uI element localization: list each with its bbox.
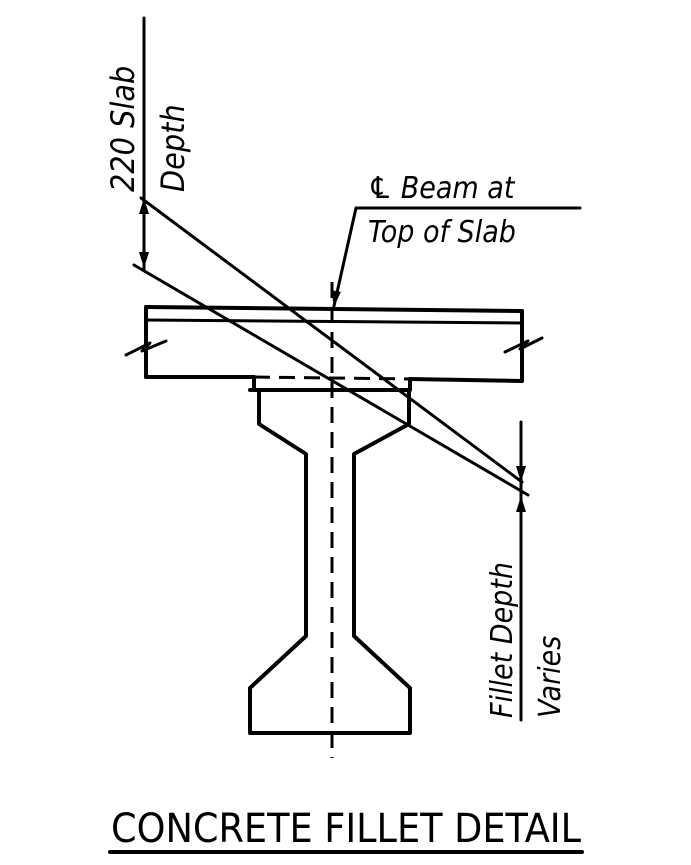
fillet-depth-label: Fillet Depth <box>485 562 520 718</box>
girder <box>248 388 412 735</box>
slope-reference-lines <box>132 196 530 497</box>
fillet-varies-label: Varies <box>533 636 568 718</box>
slab-depth-word-label: Depth <box>154 104 192 192</box>
drawing-title: CONCRETE FILLET DETAIL <box>111 806 581 852</box>
break-lines <box>124 336 544 357</box>
slab-depth-dimension <box>139 16 149 272</box>
centerline-leader <box>331 206 582 308</box>
fillet-depth-dimension <box>516 420 526 722</box>
centerline-label-line2: Top of Slab <box>368 215 516 250</box>
slab <box>144 305 524 383</box>
centerline-label-line1: ℄ Beam at <box>368 171 516 206</box>
slab-depth-value-label: 220 Slab <box>104 66 142 192</box>
